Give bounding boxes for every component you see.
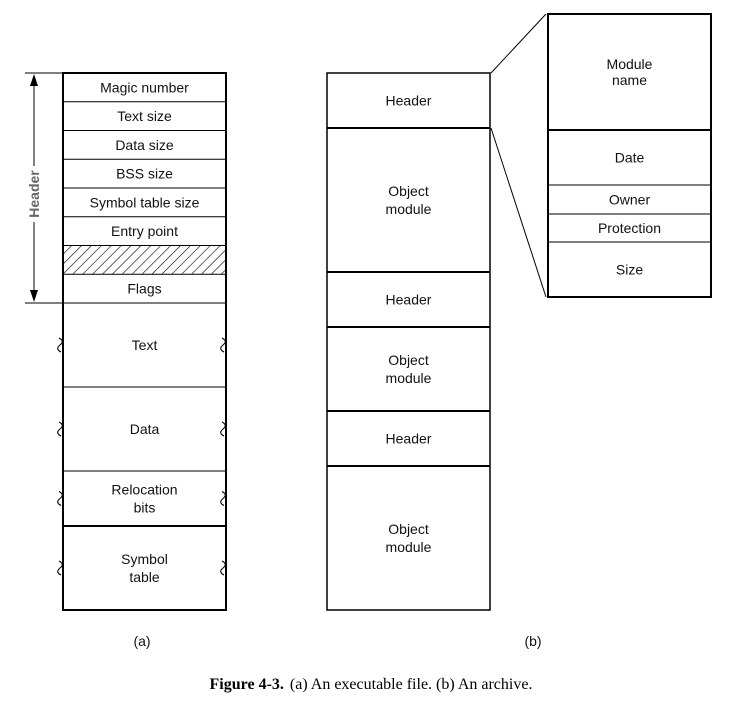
break-mark-icon <box>220 337 226 353</box>
detail-field-protection: Protection <box>598 220 661 236</box>
header-field-text-size: Text size <box>117 108 172 124</box>
header-field-symbol-table-size: Symbol table size <box>90 194 200 210</box>
archive-object-module-block: Object <box>388 183 429 199</box>
break-mark-icon <box>220 491 226 506</box>
header-field-bss-size: BSS size <box>116 166 173 182</box>
detail-field-size: Size <box>616 262 643 278</box>
detail-field-module-name: Module <box>607 56 653 72</box>
section-symbol-table-label: Symbol <box>121 551 168 567</box>
archive-object-module-block: module <box>386 201 432 217</box>
figure-caption: Figure 4-3. (a) An executable file. (b) A… <box>0 676 742 694</box>
section-text-label: Text <box>132 337 158 353</box>
break-mark-icon <box>57 491 63 506</box>
header-field-entry-point: Entry point <box>111 223 178 239</box>
arrow-down-icon <box>30 290 38 302</box>
archive-object-module-block: module <box>386 370 432 386</box>
figure-number: Figure 4-3. <box>209 676 284 693</box>
archive-object-module-block: Object <box>388 352 429 368</box>
detail-field-date: Date <box>615 150 645 166</box>
archive-header-block: Header <box>386 93 432 109</box>
archive-outline <box>326 72 491 611</box>
detail-field-module-name: name <box>612 72 647 88</box>
executable-caption-label: (a) <box>133 633 150 649</box>
archive-object-module-block: module <box>386 539 432 555</box>
zoom-connector-top <box>490 13 547 74</box>
zoom-connector-bottom <box>490 127 547 298</box>
break-mark-icon <box>57 337 63 353</box>
section-relocation-bits-label: bits <box>134 500 156 516</box>
figure-caption-text: (a) An executable file. (b) An archive. <box>289 676 533 693</box>
break-mark-icon <box>57 560 63 576</box>
archive-caption-label: (b) <box>524 633 541 649</box>
archive-blocks: HeaderObjectmoduleHeaderObjectmoduleHead… <box>327 93 490 555</box>
header-side-label: Header <box>26 170 42 218</box>
header-field-magic-number: Magic number <box>100 79 189 95</box>
break-mark-icon <box>220 421 226 437</box>
section-data-label: Data <box>130 421 160 437</box>
executable-outline <box>62 72 227 611</box>
header-field-data-size: Data size <box>115 137 174 153</box>
break-mark-icon <box>57 421 63 437</box>
archive-diagram: HeaderObjectmoduleHeaderObjectmoduleHead… <box>326 13 712 649</box>
arrow-up-icon <box>30 74 38 86</box>
header-dimension-marker: Header <box>25 72 63 304</box>
archive-object-module-block: Object <box>388 521 429 537</box>
section-symbol-table-label: table <box>129 569 160 585</box>
archive-header-detail-outline <box>547 13 712 298</box>
header-field-flags: Flags <box>127 281 161 297</box>
detail-field-owner: Owner <box>609 192 651 208</box>
archive-header-block: Header <box>386 292 432 308</box>
section-relocation-bits-label: Relocation <box>111 482 177 498</box>
break-mark-icon <box>220 560 226 576</box>
unused-hatched-field <box>63 245 226 275</box>
archive-header-block: Header <box>386 431 432 447</box>
